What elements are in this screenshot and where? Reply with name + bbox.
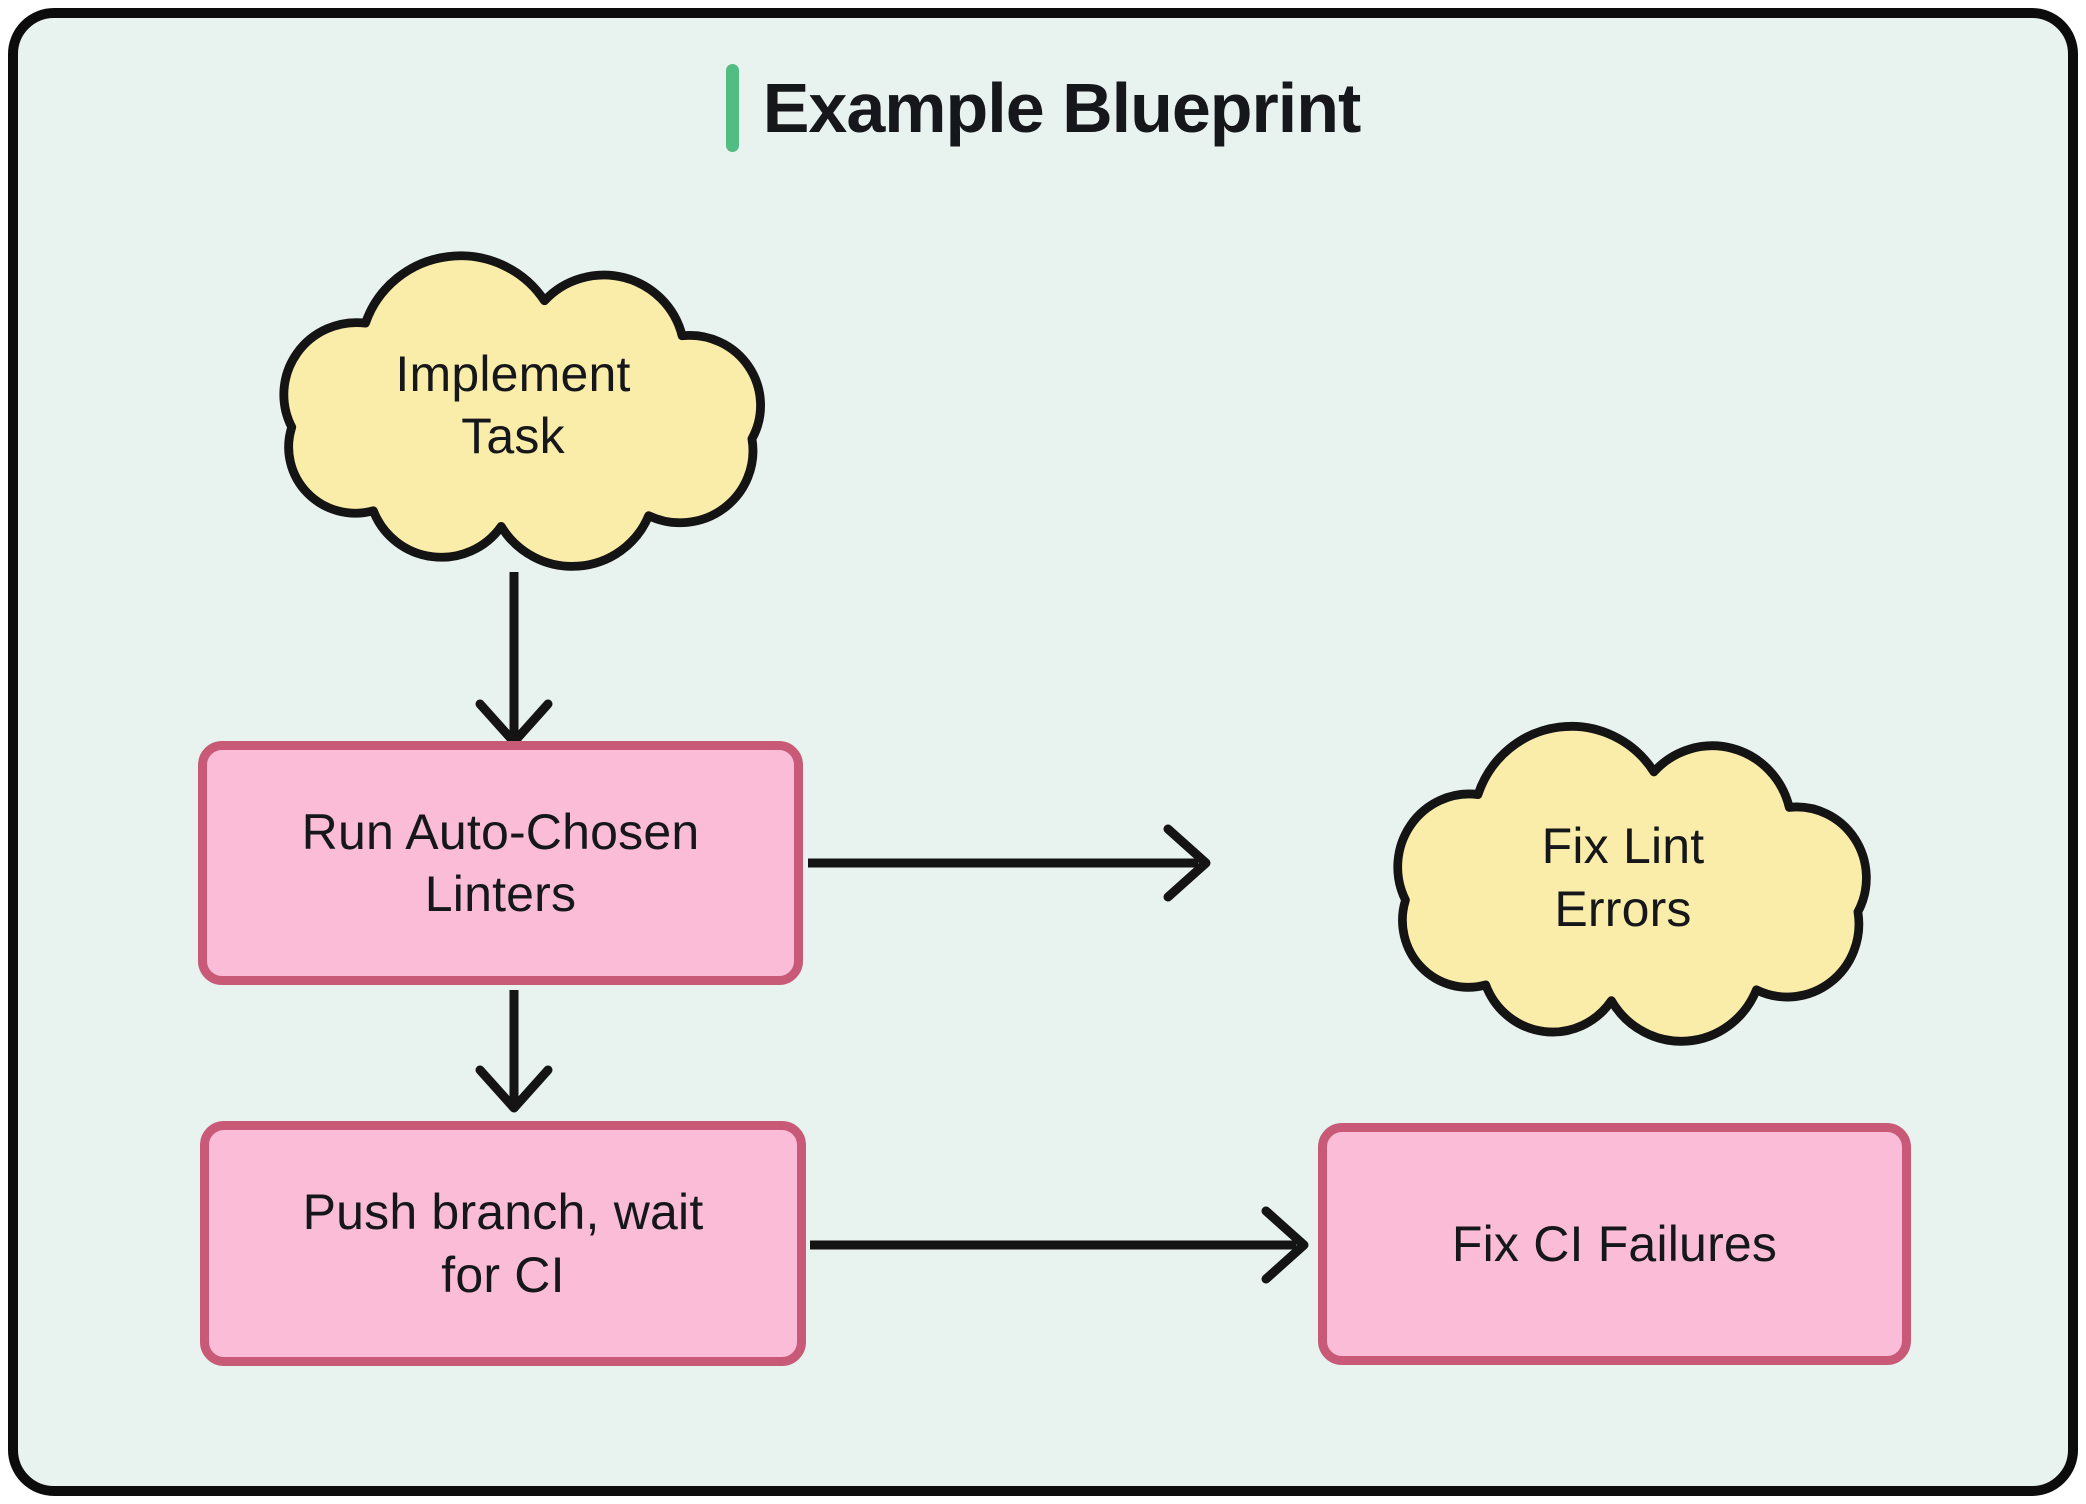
cloud-shape <box>1393 721 1871 1046</box>
node-fix-lint-errors: Fix Lint Errors <box>1333 693 1913 1048</box>
node-implement-task: Implement Task <box>218 223 808 573</box>
diagram-canvas: Example Blueprint Implement Task Run Aut… <box>8 8 2078 1496</box>
title-accent-bar <box>725 64 739 152</box>
node-label: Run Auto-Chosen Linters <box>301 803 700 923</box>
edge-push-to-ci-failures <box>810 1206 1309 1284</box>
edge-linters-to-lint-errors <box>808 824 1211 902</box>
node-run-linters: Run Auto-Chosen Linters <box>198 741 803 985</box>
node-label: Fix Lint Errors <box>1541 818 1705 937</box>
node-label: Push branch, wait for CI <box>302 1184 704 1303</box>
node-label: Implement Task <box>395 345 631 465</box>
diagram-title: Example Blueprint <box>762 69 1362 147</box>
node-fix-ci-failures: Fix CI Failures <box>1318 1123 1911 1365</box>
node-label: Fix CI Failures <box>1451 1215 1778 1272</box>
cloud-shape <box>279 251 765 571</box>
diagram-header: Example Blueprint <box>18 64 2068 152</box>
edge-implement-to-linters <box>475 572 553 747</box>
node-push-branch: Push branch, wait for CI <box>200 1121 806 1366</box>
edge-linters-to-push <box>475 990 553 1113</box>
